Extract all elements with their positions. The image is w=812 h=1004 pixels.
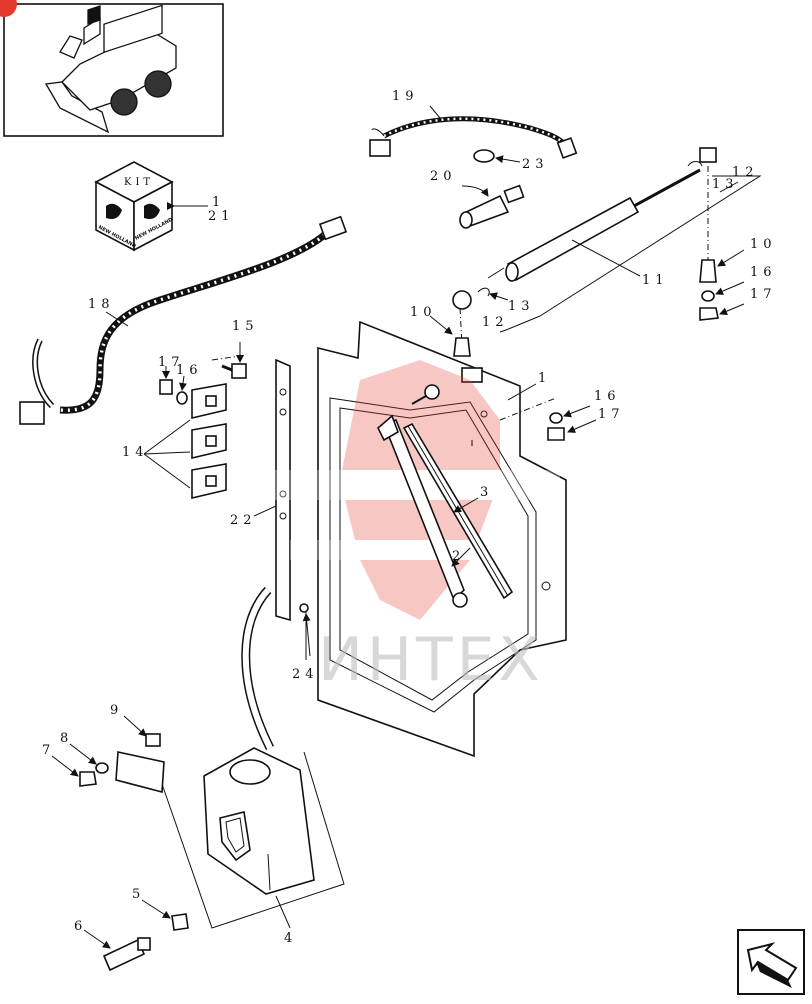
- callout-16-right: 16: [750, 265, 777, 280]
- bracket-plate: [115, 715, 165, 794]
- kit-box: KIT NEW HOLLAND NEW HOLLAND: [94, 161, 208, 252]
- callout-19: 19: [392, 89, 419, 104]
- nut-17-right: [699, 307, 719, 321]
- callout-18: 18: [88, 297, 115, 312]
- fitting-10-center: [429, 315, 471, 357]
- fitting-10-right: [699, 249, 745, 283]
- callout-10-center: 10: [410, 305, 437, 320]
- kit-label: KIT: [124, 177, 154, 188]
- nut-17-left: [159, 366, 173, 395]
- callout-13-top: 13: [712, 177, 739, 192]
- new-holland-logo-icon: [106, 203, 160, 219]
- callout-10-right: 10: [750, 237, 777, 252]
- grommet-23: [473, 149, 495, 163]
- washer-tube-11: [487, 147, 717, 282]
- next-page-arrow-icon: [746, 942, 798, 988]
- next-page-button[interactable]: [737, 929, 805, 995]
- callout-1-door: 1: [538, 371, 551, 386]
- callout-8: 8: [60, 731, 73, 746]
- washer-8: [69, 743, 109, 774]
- clips-14: [143, 383, 227, 500]
- wiring-harness-18: [19, 215, 348, 425]
- page-badge-icon: [0, 0, 17, 17]
- nut-17-door: [547, 427, 565, 441]
- screw-15: [221, 342, 247, 379]
- callout-24: 24: [292, 667, 319, 682]
- callout-23: 23: [522, 157, 549, 172]
- callout-9: 9: [110, 703, 123, 718]
- callout-17-right: 17: [750, 287, 777, 302]
- callout-13-center: 13: [508, 299, 535, 314]
- wiring-harness-19: [369, 116, 578, 159]
- skid-steer-loader-icon: [44, 4, 177, 134]
- callout-20: 20: [430, 169, 457, 184]
- fitting-12-13: [452, 287, 509, 310]
- callout-17-door: 17: [598, 407, 625, 422]
- washer-nozzle-20: [459, 184, 525, 229]
- cap-5: [141, 899, 189, 931]
- callout-16-door: 16: [594, 389, 621, 404]
- callout-17-left: 17: [158, 355, 185, 370]
- callout-12-top: 12: [732, 165, 759, 180]
- callout-4: 4: [284, 931, 297, 946]
- washer-16-door: [549, 412, 563, 424]
- callout-21: 21: [208, 209, 235, 224]
- callout-14: 14: [122, 445, 149, 460]
- callout-16-left: 16: [176, 363, 203, 378]
- nut-7: [51, 755, 97, 787]
- callout-7: 7: [42, 743, 55, 758]
- washer-reservoir-4: [203, 747, 315, 895]
- mounting-strip-22: [253, 358, 291, 622]
- watermark-text: ИНТЕХ: [318, 625, 544, 695]
- callout-6: 6: [74, 919, 87, 934]
- washer-16-left: [176, 391, 188, 405]
- washer-pump-6: [83, 929, 151, 972]
- callout-1-kit: 1: [212, 195, 225, 210]
- wiper-arm-2: [377, 414, 468, 608]
- machine-thumbnail[interactable]: [0, 0, 224, 137]
- callout-15: 15: [232, 319, 259, 334]
- mounting-bolt: [411, 384, 440, 405]
- washer-16-right: [701, 290, 715, 302]
- callout-2: 2: [452, 549, 465, 564]
- screw-24: [299, 603, 309, 660]
- callout-3: 3: [480, 485, 493, 500]
- callout-11: 11: [642, 273, 669, 288]
- callout-5: 5: [132, 887, 145, 902]
- callout-12-center: 12: [482, 315, 509, 330]
- callout-22: 22: [230, 513, 257, 528]
